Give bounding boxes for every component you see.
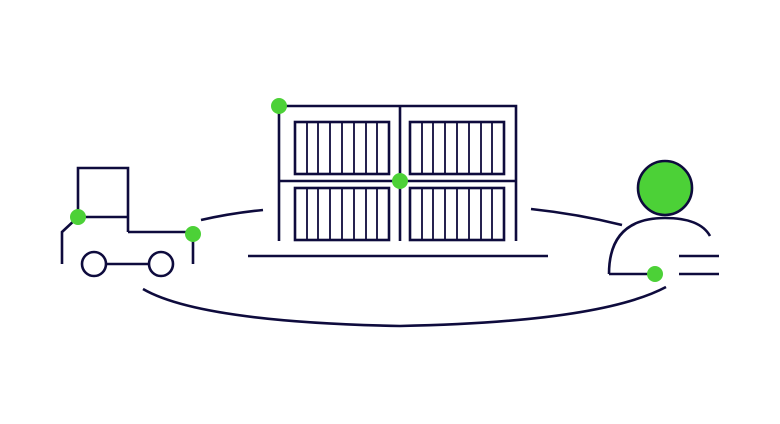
loop-arc-top-right (530, 207, 623, 227)
container-top-left (293, 120, 391, 176)
container-bottom-right (408, 186, 506, 242)
forklift-body (60, 215, 128, 264)
shelf-frame (277, 104, 518, 241)
forklift-mast (76, 166, 130, 232)
person-shoulders (607, 216, 712, 275)
forklift-wheel-rear (80, 250, 108, 278)
forklift-wheel-front (147, 250, 175, 278)
container-top-right (408, 120, 506, 176)
connection-loop (142, 207, 667, 328)
forklift-chassis (128, 230, 195, 264)
person-icon (607, 159, 719, 276)
container-bottom-left (293, 186, 391, 242)
loop-arc-top-left (200, 208, 264, 222)
accent-dot-forklift-chassis (185, 226, 201, 242)
accent-dot-shelf-corner (271, 98, 287, 114)
accent-dots (70, 98, 663, 282)
person-head (636, 159, 694, 217)
accent-dot-shelf-center (392, 173, 408, 189)
accent-dot-forklift-mast (70, 209, 86, 225)
accent-dot-person-base (647, 266, 663, 282)
loop-arc-bottom (142, 285, 667, 328)
